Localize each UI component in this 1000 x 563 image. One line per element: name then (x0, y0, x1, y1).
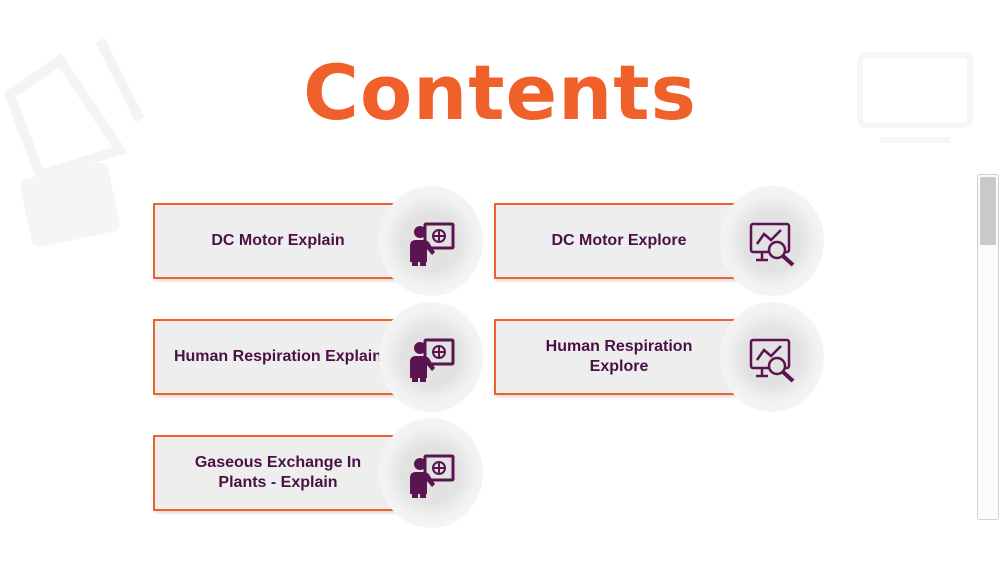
content-item-dc-motor-explore[interactable]: DC Motor Explore (494, 186, 824, 296)
content-item-label: DC Motor Explain (211, 232, 345, 249)
chart-magnifier-icon (749, 338, 795, 383)
content-item-gaseous-exchange-explain[interactable]: Gaseous Exchange In Plants - Explain (153, 418, 483, 528)
content-item-box[interactable]: DC Motor Explore (494, 203, 744, 279)
teacher-board-icon (410, 454, 455, 498)
scrollbar-thumb[interactable] (980, 177, 996, 245)
teacher-board-icon (410, 338, 455, 382)
page-title: Contents (303, 48, 697, 137)
content-item-box[interactable]: Human Respiration Explain (153, 319, 403, 395)
vertical-scrollbar[interactable] (977, 174, 999, 520)
content-item-human-respiration-explore[interactable]: Human Respiration Explore (494, 302, 824, 412)
teacher-board-icon (410, 222, 455, 266)
content-item-human-respiration-explain[interactable]: Human Respiration Explain (153, 302, 483, 412)
content-item-label: Human Respiration Explain (173, 348, 383, 365)
content-item-label: Gaseous Exchange In Plants - Explain (194, 454, 362, 491)
content-item-box[interactable]: Gaseous Exchange In Plants - Explain (153, 435, 403, 511)
content-item-label: DC Motor Explore (551, 232, 687, 249)
content-item-box[interactable]: DC Motor Explain (153, 203, 403, 279)
content-item-label: Human Respiration Explore (545, 338, 693, 375)
content-item-dc-motor-explain[interactable]: DC Motor Explain (153, 186, 483, 296)
chart-magnifier-icon (749, 222, 795, 267)
content-item-box[interactable]: Human Respiration Explore (494, 319, 744, 395)
